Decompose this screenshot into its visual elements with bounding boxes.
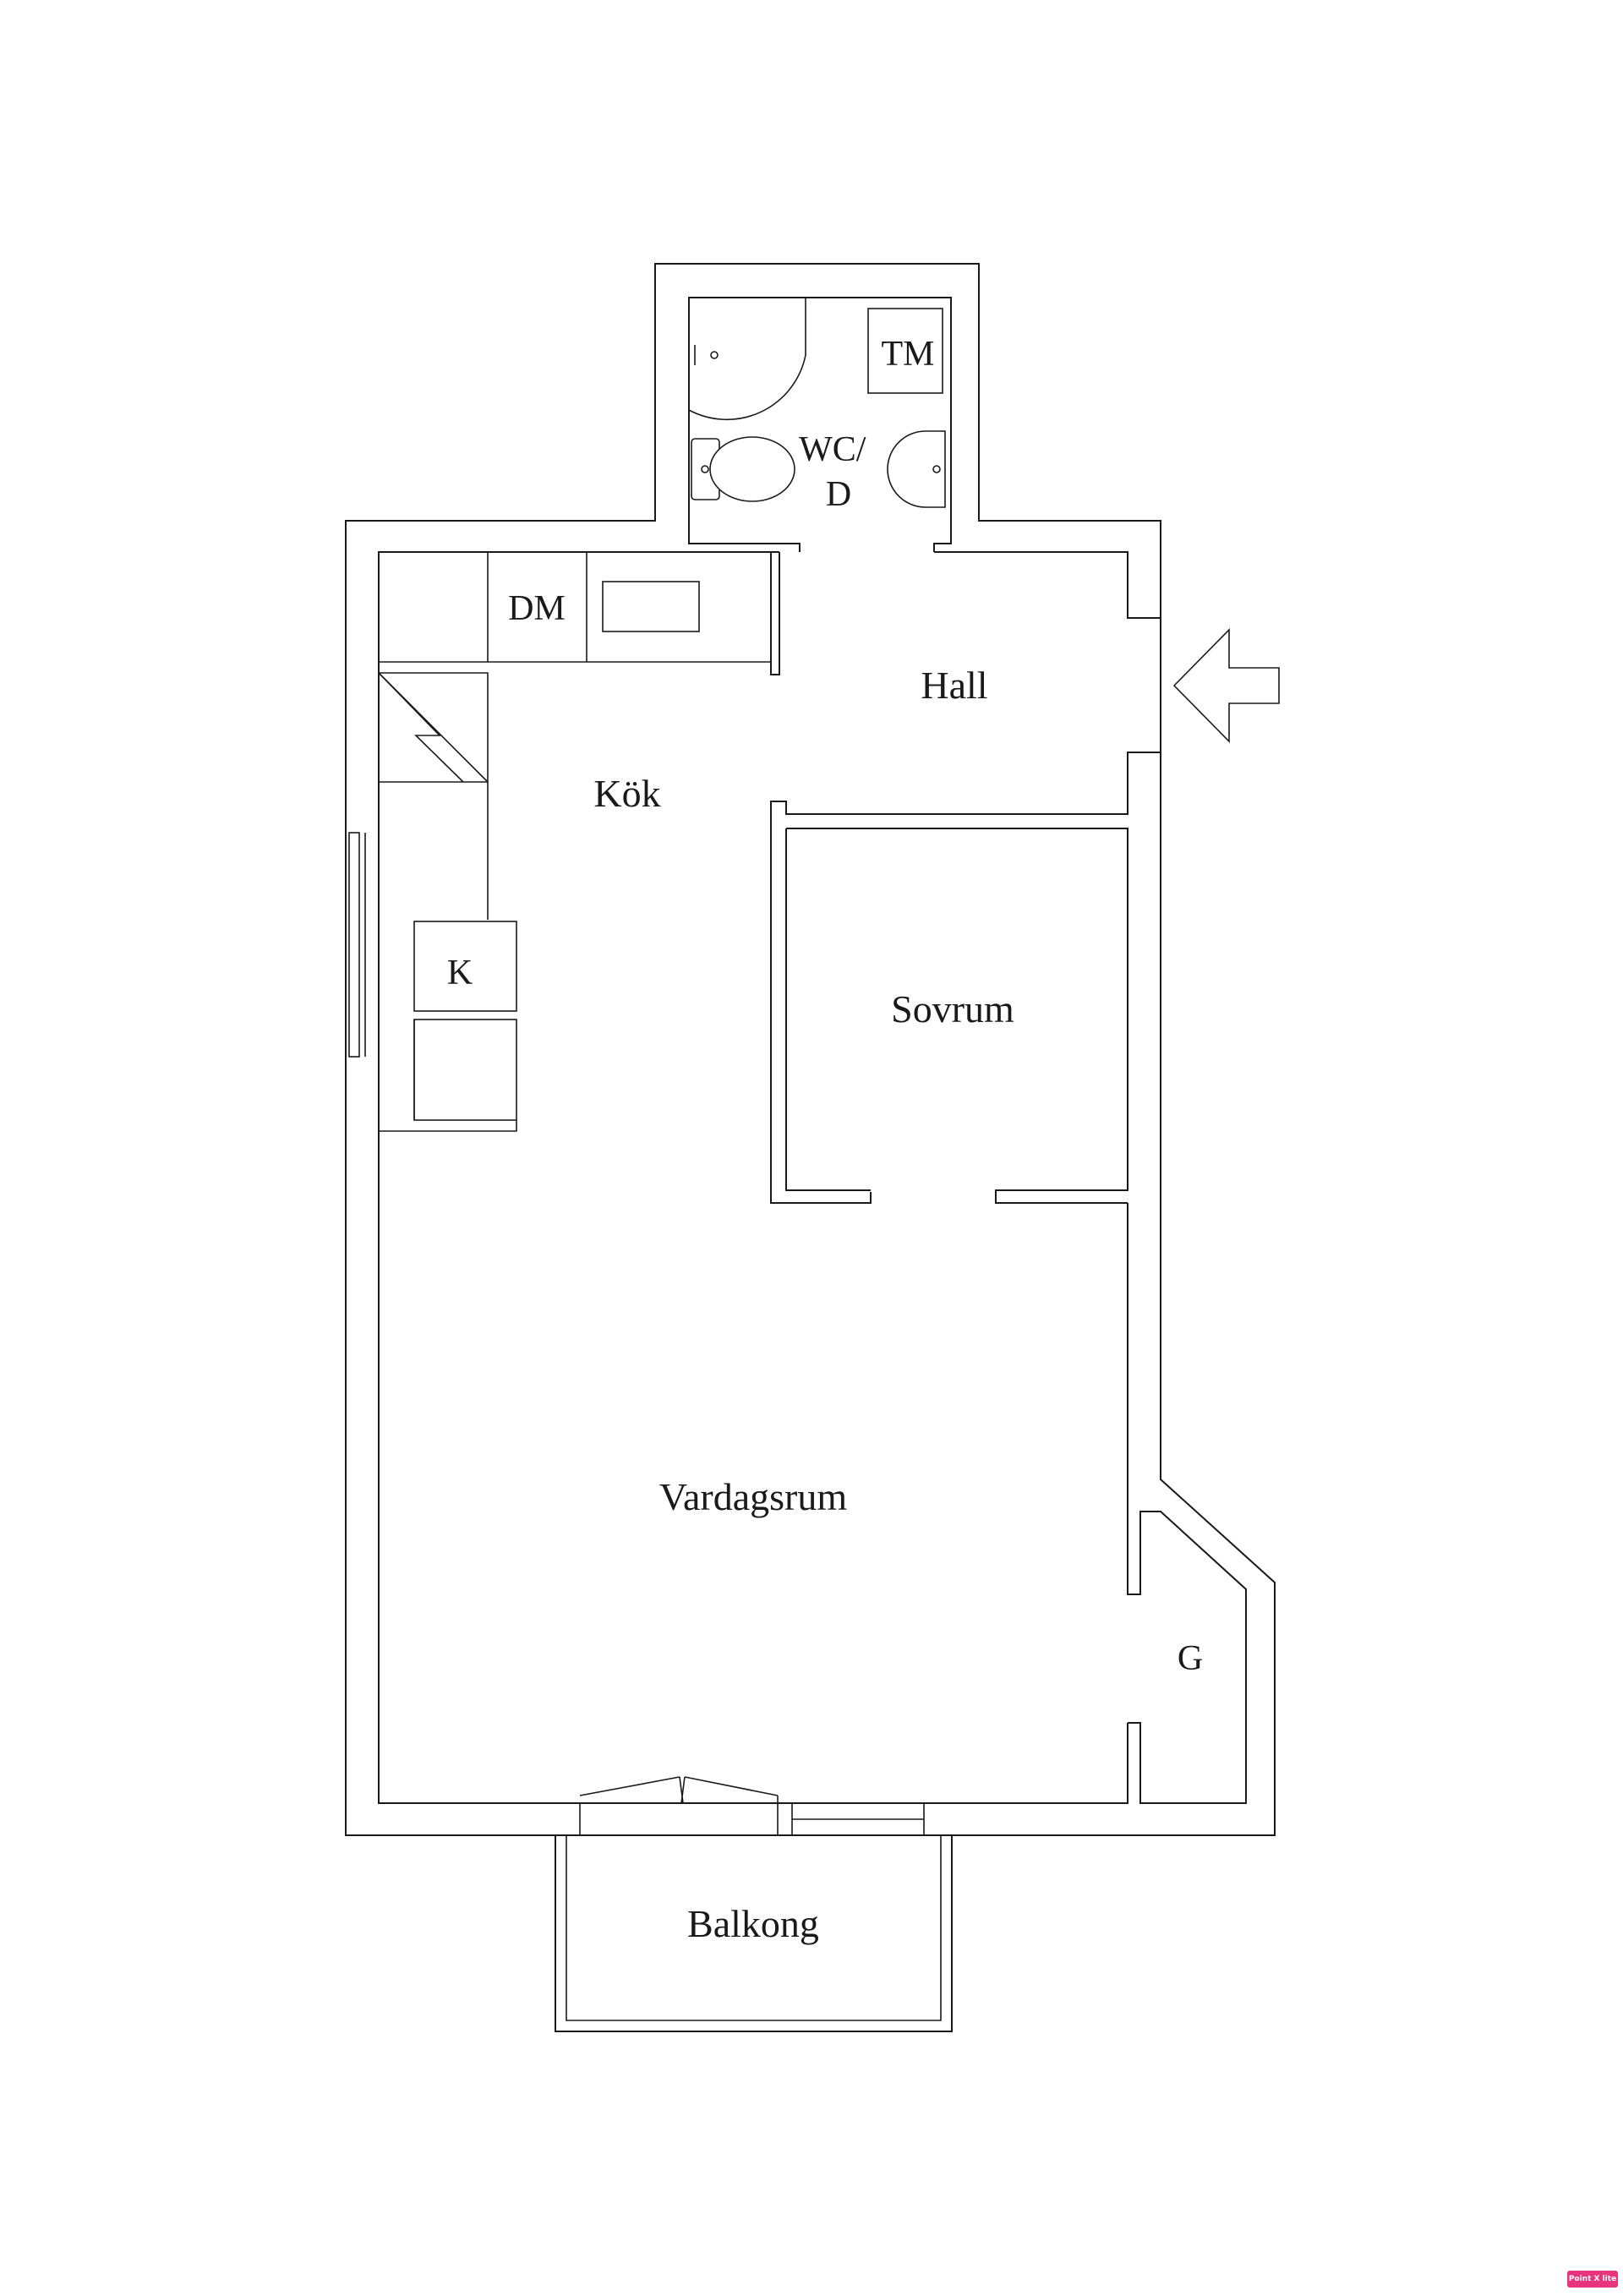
label-sovrum: Sovrum bbox=[891, 987, 1014, 1030]
label-kok: Kök bbox=[593, 772, 660, 815]
entrance-arrow-icon bbox=[1172, 628, 1280, 743]
tm-box bbox=[867, 308, 943, 394]
balcony-door bbox=[579, 1776, 779, 1835]
kitchen-counter-top bbox=[378, 552, 771, 663]
living-right-wall bbox=[1127, 1203, 1247, 1804]
fridge bbox=[413, 1019, 517, 1121]
sink-icon bbox=[887, 430, 946, 508]
kitchen-counter-left bbox=[379, 672, 489, 920]
kitchen-hall-divider bbox=[770, 552, 780, 675]
balcony-window bbox=[791, 1803, 925, 1835]
label-dm: DM bbox=[508, 589, 566, 628]
chimney-icon bbox=[378, 672, 489, 783]
label-wc: WC/ D bbox=[799, 430, 875, 514]
watermark-badge: Point X lite bbox=[1567, 2271, 1618, 2288]
main-inner-wall bbox=[378, 551, 1128, 1804]
label-hall: Hall bbox=[921, 664, 987, 707]
toilet-icon bbox=[691, 436, 795, 502]
stove bbox=[413, 921, 517, 1012]
shower-icon bbox=[694, 345, 719, 365]
hall-right-wall bbox=[934, 551, 1161, 619]
label-vardagsrum: Vardagsrum bbox=[659, 1475, 847, 1518]
label-g: G bbox=[1178, 1639, 1203, 1678]
label-balkong: Balkong bbox=[687, 1902, 819, 1945]
kitchen-sink bbox=[602, 581, 700, 632]
label-tm: TM bbox=[882, 335, 935, 374]
balcony-inner bbox=[566, 1835, 942, 2021]
bedroom-wall bbox=[786, 828, 1128, 1204]
left-window bbox=[348, 832, 360, 1058]
label-k: K bbox=[447, 954, 473, 992]
bedroom-inner-wall bbox=[785, 828, 871, 1191]
balcony bbox=[555, 1835, 953, 2032]
shower-curve bbox=[688, 298, 806, 421]
kitchen-unit-outline bbox=[379, 1020, 517, 1132]
wc-inner-wall bbox=[688, 297, 952, 552]
hall-entry-lower bbox=[770, 752, 1161, 1204]
outer-wall bbox=[345, 263, 1276, 1836]
